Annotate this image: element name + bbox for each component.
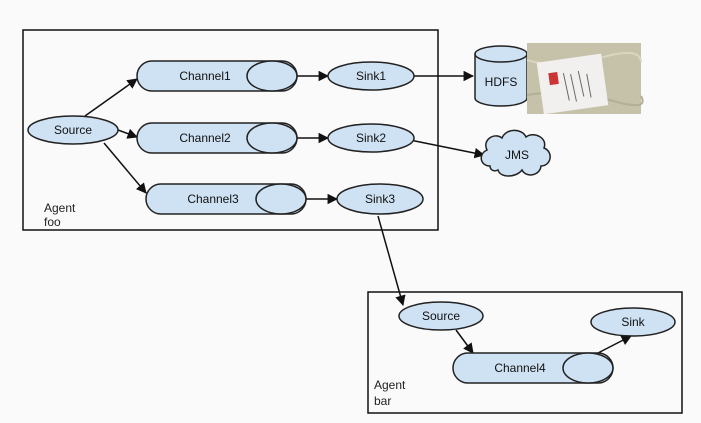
cloud-icon: JMS [480, 129, 551, 177]
bar-source-label: Source [422, 309, 460, 323]
agent-foo-name: foo [44, 215, 61, 229]
sink2: Sink2 [327, 123, 415, 153]
channel1-label: Channel1 [179, 69, 231, 83]
channel1: Channel1 [136, 60, 298, 92]
arrow-channel4-sink [597, 335, 632, 354]
sink1-label: Sink1 [356, 69, 386, 83]
agent-foo-label: Agent [44, 201, 76, 215]
arrow-bar-source-channel4 [455, 329, 474, 354]
arrow-source-channel3 [103, 142, 147, 194]
bar-sink: Sink [590, 307, 676, 337]
hdfs-label: HDFS [485, 75, 518, 89]
agent-bar-label: Agent [374, 378, 406, 392]
foo-connectors [84, 70, 486, 307]
sink3-label: Sink3 [365, 192, 395, 206]
sink1: Sink1 [327, 61, 415, 91]
foo-source: Source [27, 115, 119, 145]
arrow-source-channel2 [117, 128, 138, 139]
arrow-sink3-bar-source [377, 215, 406, 307]
bar-sink-label: Sink [621, 315, 645, 329]
arrow-source-channel1 [84, 78, 138, 117]
channel4-label: Channel4 [494, 361, 546, 375]
channel4: Channel4 [452, 352, 614, 384]
sink2-label: Sink2 [356, 131, 386, 145]
foo-source-label: Source [54, 123, 92, 137]
sink3: Sink3 [336, 183, 424, 215]
photo-thumbnail [526, 43, 644, 115]
bar-connectors [455, 329, 632, 354]
arrow-sink2-jms [409, 139, 486, 159]
agent-bar-name: bar [374, 394, 391, 408]
jms-label: JMS [505, 148, 529, 162]
channel2-label: Channel2 [179, 131, 231, 145]
bar-source: Source [398, 301, 484, 331]
agent-bar-box [367, 291, 683, 414]
database-cylinder-icon: HDFS [474, 45, 528, 107]
channel2: Channel2 [136, 122, 298, 154]
agent-foo-box [22, 29, 439, 231]
channel3-label: Channel3 [187, 192, 239, 206]
channel3: Channel3 [145, 183, 307, 215]
